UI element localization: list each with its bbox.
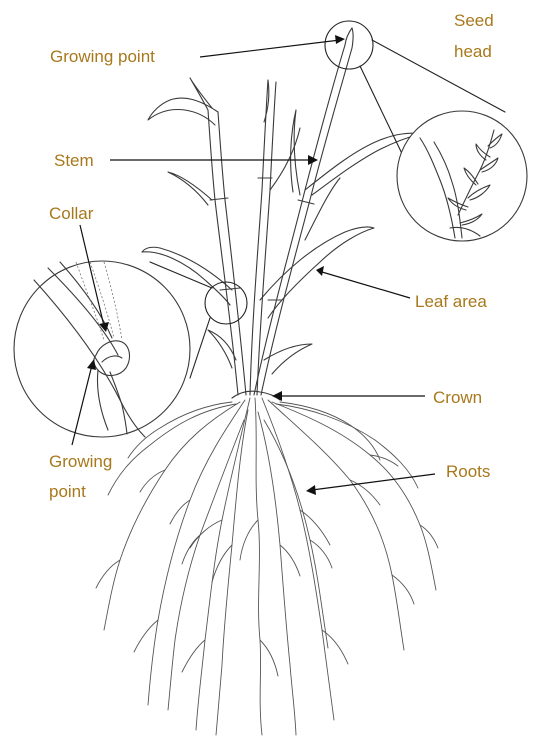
seed-head-label-line2: head xyxy=(454,41,492,62)
root-system xyxy=(96,398,438,735)
crown-label: Crown xyxy=(433,387,482,408)
collar-label: Collar xyxy=(49,203,93,224)
stem-label: Stem xyxy=(54,150,94,171)
seed-head-label-line1: Seed xyxy=(454,10,494,31)
roots-label: Roots xyxy=(446,461,490,482)
seed-head-detail-circle xyxy=(397,111,527,241)
growing-point-inset-label-line2: point xyxy=(49,481,86,502)
growing-point-top-label: Growing point xyxy=(50,46,155,67)
growing-point-inset-label-line1: Growing xyxy=(49,451,112,472)
seed-head-zoom-circle xyxy=(325,21,373,69)
leaf-area-label: Leaf area xyxy=(415,291,487,312)
collar-inset xyxy=(14,261,247,437)
seed-head-inset xyxy=(325,21,527,241)
